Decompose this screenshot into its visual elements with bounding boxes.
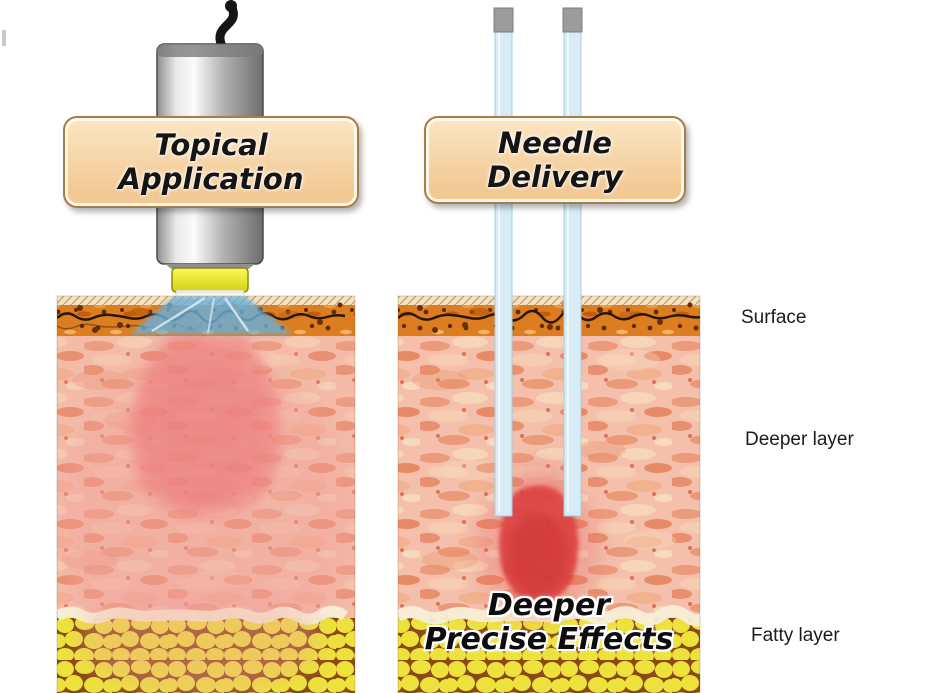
needle-panel-border	[397, 295, 701, 693]
needle-effect-caption: Deeper Precise Effects	[398, 588, 700, 658]
caption-line2: Precise Effects	[424, 622, 674, 658]
fatty-layer	[57, 585, 355, 693]
surface-layer	[398, 296, 700, 336]
tip-contact-plate	[175, 289, 245, 297]
needle-left	[493, 7, 514, 517]
needle-cap-right	[562, 7, 583, 33]
device-cap	[157, 44, 263, 57]
caption-line1: Deeper	[487, 588, 611, 623]
topical-label-line2: Application	[118, 162, 304, 196]
label-fatty-layer: Fatty layer	[751, 625, 840, 646]
device-cable	[215, 1, 238, 51]
skin-panel-topical	[57, 296, 355, 693]
needle-right	[562, 7, 583, 517]
label-deeper-layer: Deeper layer	[745, 429, 854, 450]
label-surface: Surface	[741, 307, 807, 328]
topical-label-box: Topical Application	[63, 116, 359, 208]
spray-cone	[130, 296, 292, 334]
skin-panel-needle	[398, 296, 700, 693]
topical-label-line1: Topical	[154, 127, 268, 162]
needle-cap-left	[493, 7, 514, 33]
cable-connector	[225, 0, 237, 12]
edge-artifact	[2, 30, 6, 46]
needle-label-box: Needle Delivery	[424, 116, 686, 204]
device-tip	[171, 267, 249, 293]
needle-label-line1: Needle	[498, 125, 612, 160]
needle-label-line2: Delivery	[487, 160, 623, 194]
